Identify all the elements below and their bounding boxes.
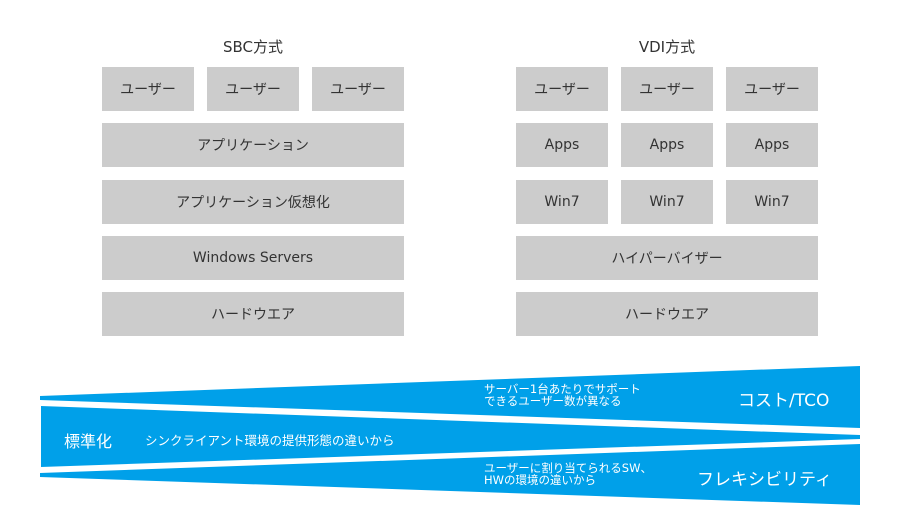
vdi-hardware-layer: ハードウエア bbox=[516, 292, 818, 336]
vdi-apps-box: Apps bbox=[621, 123, 713, 167]
sbc-hardware-layer: ハードウエア bbox=[102, 292, 404, 336]
vdi-user-box: ユーザー bbox=[621, 67, 713, 111]
standardization-wedge bbox=[41, 406, 860, 467]
vdi-win7-box: Win7 bbox=[516, 180, 608, 224]
sbc-user-box: ユーザー bbox=[312, 67, 404, 111]
vdi-user-box: ユーザー bbox=[516, 67, 608, 111]
flexibility-wedge bbox=[40, 444, 860, 505]
cost-tco-wedge bbox=[40, 366, 860, 428]
flexibility-note-line1: ユーザーに割り当てられるSW、 bbox=[484, 461, 652, 475]
vdi-win7-box: Win7 bbox=[726, 180, 818, 224]
flexibility-note: ユーザーに割り当てられるSW、 HWの環境の違いから bbox=[484, 462, 652, 486]
vdi-apps-box: Apps bbox=[726, 123, 818, 167]
cost-tco-label: コスト/TCO bbox=[738, 391, 830, 411]
vdi-hypervisor-layer: ハイパーバイザー bbox=[516, 236, 818, 280]
cost-note: サーバー1台あたりでサポート できるユーザー数が異なる bbox=[484, 383, 641, 407]
sbc-app-virtualization-layer: アプリケーション仮想化 bbox=[102, 180, 404, 224]
vdi-apps-box: Apps bbox=[516, 123, 608, 167]
vdi-user-box: ユーザー bbox=[726, 67, 818, 111]
sbc-user-box: ユーザー bbox=[207, 67, 299, 111]
sbc-application-layer: アプリケーション bbox=[102, 123, 404, 167]
standardization-note: シンクライアント環境の提供形態の違いから bbox=[145, 433, 395, 448]
vdi-title: VDI方式 bbox=[638, 38, 696, 56]
flexibility-note-line2: HWの環境の違いから bbox=[484, 473, 597, 487]
flexibility-label: フレキシビリティ bbox=[697, 470, 832, 490]
sbc-windows-servers-layer: Windows Servers bbox=[102, 236, 404, 280]
sbc-title: SBC方式 bbox=[222, 38, 284, 56]
cost-note-line2: できるユーザー数が異なる bbox=[484, 394, 622, 408]
standardization-label: 標準化 bbox=[64, 432, 113, 451]
cost-note-line1: サーバー1台あたりでサポート bbox=[484, 382, 641, 396]
sbc-user-box: ユーザー bbox=[102, 67, 194, 111]
vdi-win7-box: Win7 bbox=[621, 180, 713, 224]
